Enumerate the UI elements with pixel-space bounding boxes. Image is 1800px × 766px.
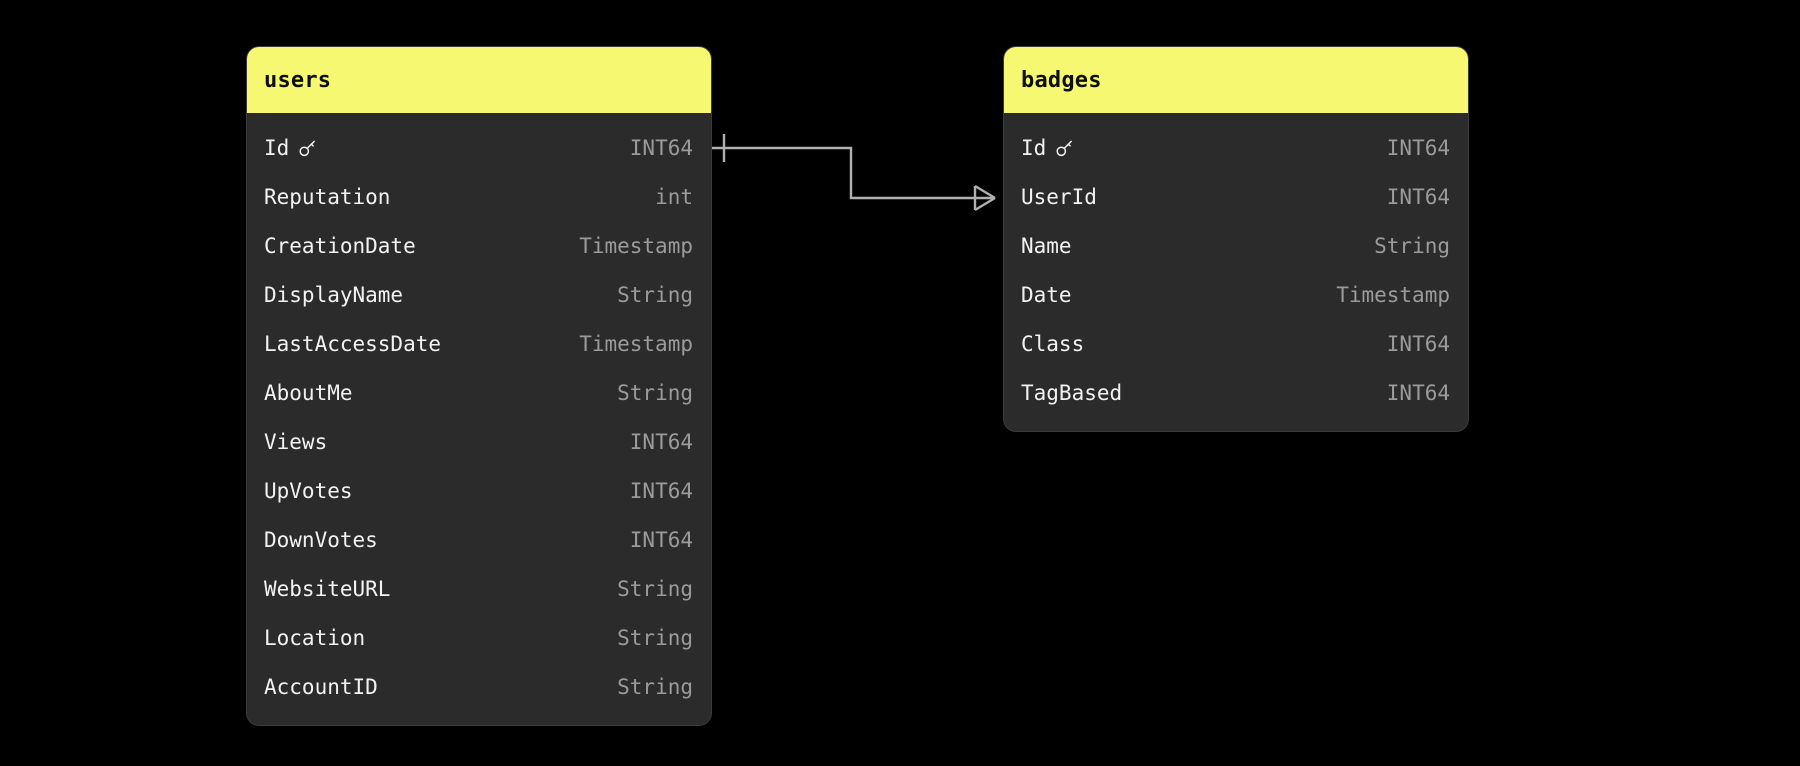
field-row[interactable]: Views INT64 (247, 417, 711, 466)
entity-table-badges[interactable]: badges Id INT64 UserId INT6 (1004, 47, 1468, 431)
field-row[interactable]: Class INT64 (1004, 319, 1468, 368)
field-name: DisplayName (264, 282, 404, 307)
field-name: UpVotes (264, 478, 353, 503)
field-type: String (617, 380, 693, 405)
cardinality-many-marker (973, 184, 996, 212)
field-row[interactable]: Name String (1004, 221, 1468, 270)
field-type: INT64 (1386, 184, 1450, 209)
entity-table-users[interactable]: users Id INT64 Reputation i (247, 47, 711, 725)
field-name: AboutMe (264, 380, 353, 405)
field-type: String (1374, 233, 1450, 258)
field-row[interactable]: UserId INT64 (1004, 172, 1468, 221)
field-type: INT64 (1386, 135, 1450, 160)
field-name: CreationDate (264, 233, 416, 258)
field-row[interactable]: UpVotes INT64 (247, 466, 711, 515)
field-type: String (617, 625, 693, 650)
relationship-line-users-badges (711, 146, 995, 200)
field-row[interactable]: AccountID String (247, 662, 711, 711)
field-row[interactable]: LastAccessDate Timestamp (247, 319, 711, 368)
field-type: Timestamp (579, 331, 693, 356)
field-row[interactable]: Reputation int (247, 172, 711, 221)
field-name-wrapper: Id (1021, 136, 1074, 160)
field-row[interactable]: CreationDate Timestamp (247, 221, 711, 270)
field-row[interactable]: Date Timestamp (1004, 270, 1468, 319)
field-type: INT64 (629, 527, 693, 552)
field-row[interactable]: TagBased INT64 (1004, 368, 1468, 417)
field-name: UserId (1021, 184, 1097, 209)
field-row[interactable]: WebsiteURL String (247, 564, 711, 613)
key-icon (1055, 139, 1074, 158)
field-name: Date (1021, 282, 1072, 307)
field-type: INT64 (629, 135, 693, 160)
field-name: Reputation (264, 184, 391, 209)
field-name-wrapper: Id (264, 136, 317, 160)
field-type: INT64 (1386, 380, 1450, 405)
entity-fields-users: Id INT64 Reputation int CreationDate (247, 113, 711, 725)
field-type: INT64 (629, 429, 693, 454)
field-name: Views (264, 429, 328, 454)
entity-title-users: users (247, 47, 711, 113)
field-row[interactable]: DownVotes INT64 (247, 515, 711, 564)
entity-title-badges: badges (1004, 47, 1468, 113)
field-name: Location (264, 625, 366, 650)
field-row[interactable]: Id INT64 (247, 123, 711, 172)
field-type: String (617, 674, 693, 699)
field-name: Class (1021, 331, 1085, 356)
field-type: String (617, 282, 693, 307)
field-type: INT64 (629, 478, 693, 503)
field-type: Timestamp (579, 233, 693, 258)
field-type: INT64 (1386, 331, 1450, 356)
key-icon (298, 139, 317, 158)
field-row[interactable]: Id INT64 (1004, 123, 1468, 172)
field-name: DownVotes (264, 527, 378, 552)
field-type: String (617, 576, 693, 601)
field-name: Name (1021, 233, 1072, 258)
field-name: WebsiteURL (264, 576, 391, 601)
field-row[interactable]: Location String (247, 613, 711, 662)
field-row[interactable]: AboutMe String (247, 368, 711, 417)
field-name: TagBased (1021, 380, 1123, 405)
field-name: Id (264, 135, 290, 160)
field-row[interactable]: DisplayName String (247, 270, 711, 319)
field-name: AccountID (264, 674, 378, 699)
field-name: Id (1021, 135, 1047, 160)
field-type: int (655, 184, 693, 209)
field-type: Timestamp (1336, 282, 1450, 307)
field-name: LastAccessDate (264, 331, 442, 356)
entity-fields-badges: Id INT64 UserId INT64 Name S (1004, 113, 1468, 431)
